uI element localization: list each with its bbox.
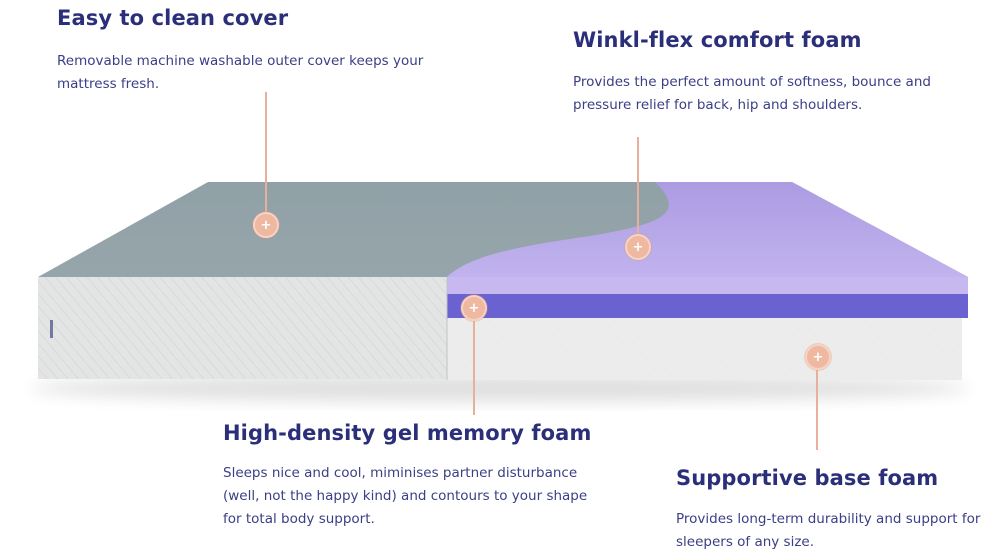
feature-description: Sleeps nice and cool, miminises partner … — [223, 465, 588, 527]
mattress-top-surface — [38, 182, 968, 277]
plus-icon: + — [632, 239, 644, 255]
feature-description: Removable machine washable outer cover k… — [57, 53, 424, 92]
cover-hotspot[interactable]: + — [253, 212, 279, 238]
cover-leader-line — [265, 92, 267, 212]
feature-description: Provides long-term durability and suppor… — [676, 511, 981, 550]
winkl-leader-line — [637, 137, 639, 235]
winkl-hotspot[interactable]: + — [625, 234, 651, 260]
feature-comfort-foam: Winkl-flex comfort foam Provides the per… — [573, 28, 973, 117]
feature-title: Winkl-flex comfort foam — [573, 28, 862, 52]
comfort-foam-layer — [447, 277, 968, 294]
feature-gel-memory-foam: High-density gel memory foam Sleeps nice… — [223, 421, 623, 531]
gel-hotspot[interactable]: + — [461, 295, 487, 321]
feature-title: Supportive base foam — [676, 466, 939, 490]
plus-icon: + — [812, 349, 824, 365]
base-leader-line — [816, 368, 818, 450]
feature-title: High-density gel memory foam — [223, 421, 592, 445]
gel-leader-line — [473, 318, 475, 415]
feature-base-foam: Supportive base foam Provides long-term … — [676, 466, 996, 554]
feature-cover: Easy to clean cover Removable machine wa… — [57, 6, 477, 96]
cover-side — [38, 277, 448, 379]
plus-icon: + — [468, 300, 480, 316]
feature-description: Provides the perfect amount of softness,… — [573, 74, 931, 113]
gel-memory-foam-layer — [447, 294, 968, 318]
plus-icon: + — [260, 217, 272, 233]
base-hotspot[interactable]: + — [805, 344, 831, 370]
feature-title: Easy to clean cover — [57, 6, 289, 30]
